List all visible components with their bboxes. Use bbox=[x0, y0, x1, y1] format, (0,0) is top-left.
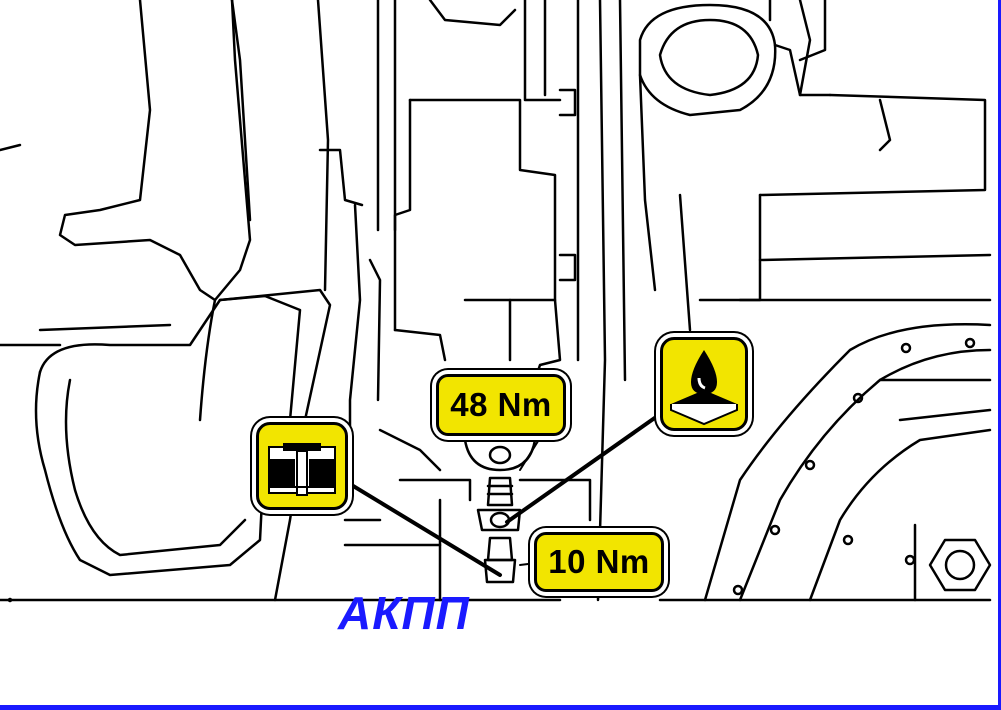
torque-value-lower: 10 Nm bbox=[548, 543, 650, 580]
torque-label-10nm: 10 Nm bbox=[534, 532, 664, 592]
torque-value-upper: 48 Nm bbox=[450, 386, 552, 423]
seal-gasket-icon bbox=[256, 422, 348, 510]
fluid-drop-icon bbox=[660, 337, 748, 431]
transmission-caption: АКПП bbox=[338, 587, 470, 639]
torque-label-48nm: 48 Nm bbox=[436, 374, 566, 436]
